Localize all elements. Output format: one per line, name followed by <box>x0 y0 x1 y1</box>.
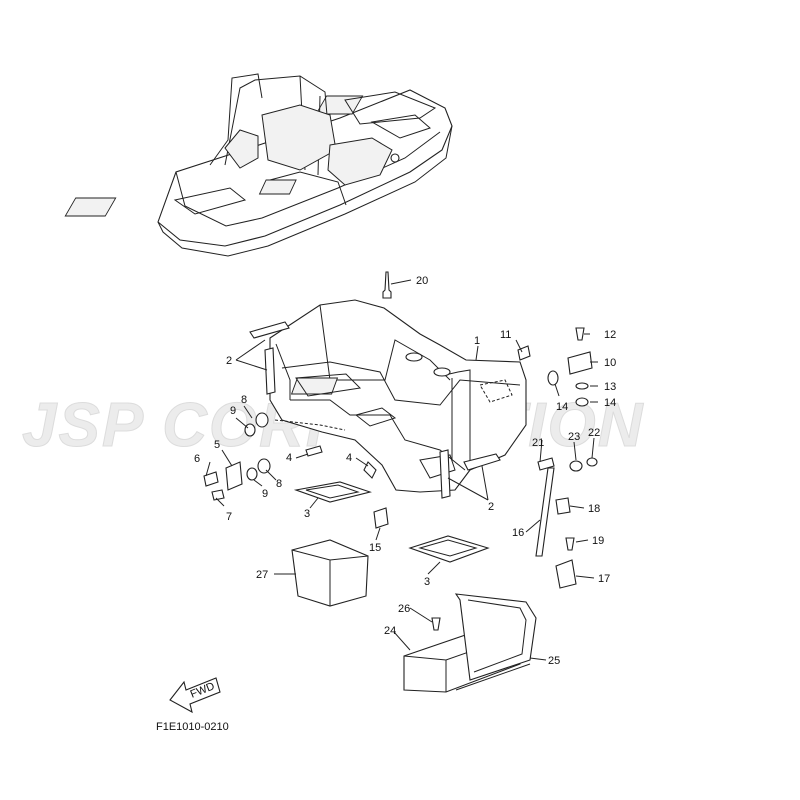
callout-23: 23 <box>568 431 580 443</box>
callout-14-b: 14 <box>604 397 616 409</box>
callout-12: 12 <box>604 329 616 341</box>
callout-10: 10 <box>604 357 616 369</box>
part-25-cushion <box>454 593 537 691</box>
callout-26: 26 <box>398 603 410 615</box>
part-18-pad <box>555 497 571 515</box>
callout-25: 25 <box>548 655 560 667</box>
parts-13-14 <box>547 370 589 407</box>
callout-21: 21 <box>532 437 544 449</box>
part-3-frames <box>293 481 490 563</box>
part-15-bracket <box>373 507 389 529</box>
callout-2-b: 2 <box>488 501 494 513</box>
callout-8-b: 8 <box>276 478 282 490</box>
bolts-6-7 <box>203 471 225 501</box>
callout-17: 17 <box>598 573 610 585</box>
callout-18: 18 <box>588 503 600 515</box>
part-12-screw <box>575 327 585 341</box>
part-26-screw <box>431 617 441 631</box>
callout-1: 1 <box>474 335 480 347</box>
part-2-strips <box>249 321 501 499</box>
callout-3-b: 3 <box>424 576 430 588</box>
callout-11: 11 <box>500 329 511 341</box>
callout-15: 15 <box>369 542 381 554</box>
part-5-bracket <box>225 461 243 491</box>
callout-4-a: 4 <box>286 452 292 464</box>
callout-7: 7 <box>226 511 232 523</box>
callout-19: 19 <box>592 535 604 547</box>
leader-lines <box>205 279 598 661</box>
callout-labels: 20 1 11 12 10 13 14 14 2 2 8 9 5 6 7 8 9… <box>194 275 616 667</box>
seat-liner <box>269 299 527 493</box>
part-16-rod <box>535 467 555 557</box>
parts-21-23-22 <box>537 457 598 472</box>
callout-4-b: 4 <box>346 452 352 464</box>
callout-8-a: 8 <box>241 394 247 406</box>
callout-22: 22 <box>588 427 600 439</box>
callout-2-a: 2 <box>226 355 232 367</box>
boat-overview-illustration <box>64 73 453 257</box>
callout-5: 5 <box>214 439 220 451</box>
callout-14-a: 14 <box>556 401 568 413</box>
callout-3-a: 3 <box>304 508 310 520</box>
diagram-code: F1E1010-0210 <box>156 721 229 733</box>
part-27-bin <box>291 539 369 607</box>
part-17-hinge <box>555 559 577 589</box>
part-10-latch <box>567 351 593 375</box>
callout-9-a: 9 <box>230 405 236 417</box>
fwd-arrow-icon: FWD <box>169 677 221 714</box>
part-20-pin <box>382 271 392 299</box>
callout-16: 16 <box>512 527 524 539</box>
callout-27: 27 <box>256 569 268 581</box>
part-19-screw <box>565 537 575 551</box>
callout-9-b: 9 <box>262 488 268 500</box>
callout-6: 6 <box>194 453 200 465</box>
callout-13: 13 <box>604 381 616 393</box>
callout-24: 24 <box>384 625 396 637</box>
callout-20: 20 <box>416 275 428 287</box>
